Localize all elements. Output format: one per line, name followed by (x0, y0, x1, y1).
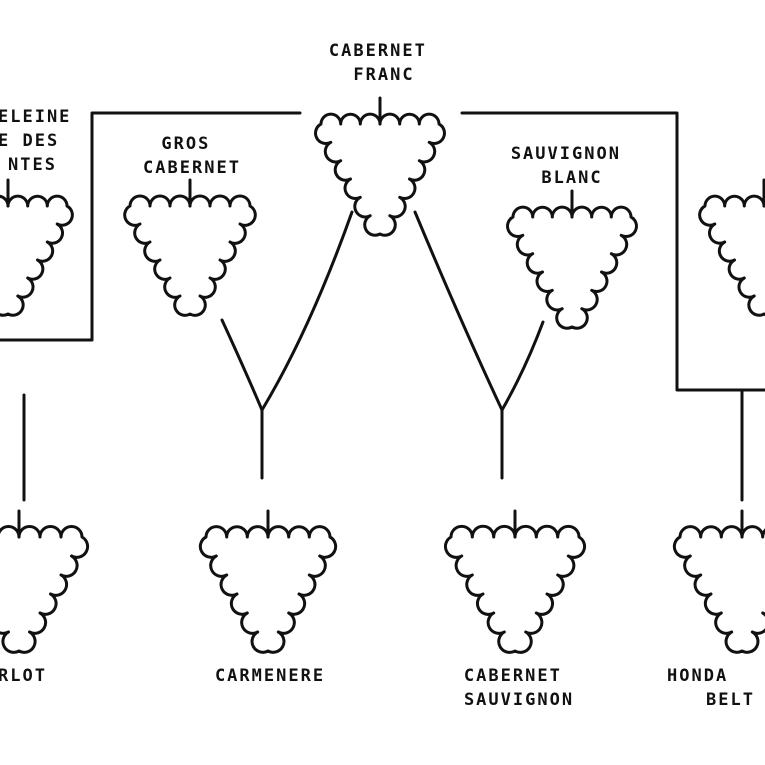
grape-cluster-body (123, 194, 257, 317)
grape-cluster-body (314, 112, 446, 237)
connector-cabernet-franc-right-branch (413, 210, 504, 412)
grape-cluster-body (0, 194, 74, 317)
connector-sauvignon-blanc-branch (500, 320, 545, 412)
grape-cluster-body (443, 524, 587, 654)
label-carmenere: CARMENERE (215, 666, 325, 686)
grape-icon (123, 178, 257, 317)
label-merlot: RLOT (0, 666, 47, 686)
connector-cabernet-franc-left-branch (260, 210, 354, 412)
grape-icon (0, 178, 74, 317)
grape-icon (443, 509, 587, 654)
grape-icon (314, 96, 446, 237)
grape-icon (672, 509, 765, 654)
label-sauvignon-blanc: SAUVIGNON BLANC (511, 144, 633, 188)
grape-cluster-body (0, 525, 90, 654)
label-hondarrabi: HONDA BELT (667, 666, 755, 710)
label-madeleine: ELEINE E DES NTES (0, 107, 84, 175)
grape-cluster-body (672, 525, 765, 654)
grape-cluster-body (506, 205, 638, 330)
label-gros-cabernet: GROS CABERNET (143, 134, 241, 178)
grape-clusters (0, 96, 765, 654)
grape-cluster-body (698, 194, 765, 317)
grape-icon (506, 189, 638, 330)
variety-labels: CABERNET FRANC ELEINE E DES NTES GROS CA… (0, 41, 755, 710)
grape-icon (198, 509, 338, 654)
grape-cluster-body (198, 525, 338, 654)
grape-icon (0, 509, 90, 654)
connector-cabernet-franc-to-hondarrabi (460, 111, 765, 392)
connector-lines (0, 111, 765, 502)
connector-madeleine-to-cabernet-franc (0, 111, 302, 342)
label-cabernet-sauvignon: CABERNET SAUVIGNON (464, 666, 574, 710)
grape-icon (698, 178, 765, 317)
connector-gros-cabernet-branch (220, 318, 264, 412)
label-cabernet-franc: CABERNET FRANC (329, 41, 439, 85)
